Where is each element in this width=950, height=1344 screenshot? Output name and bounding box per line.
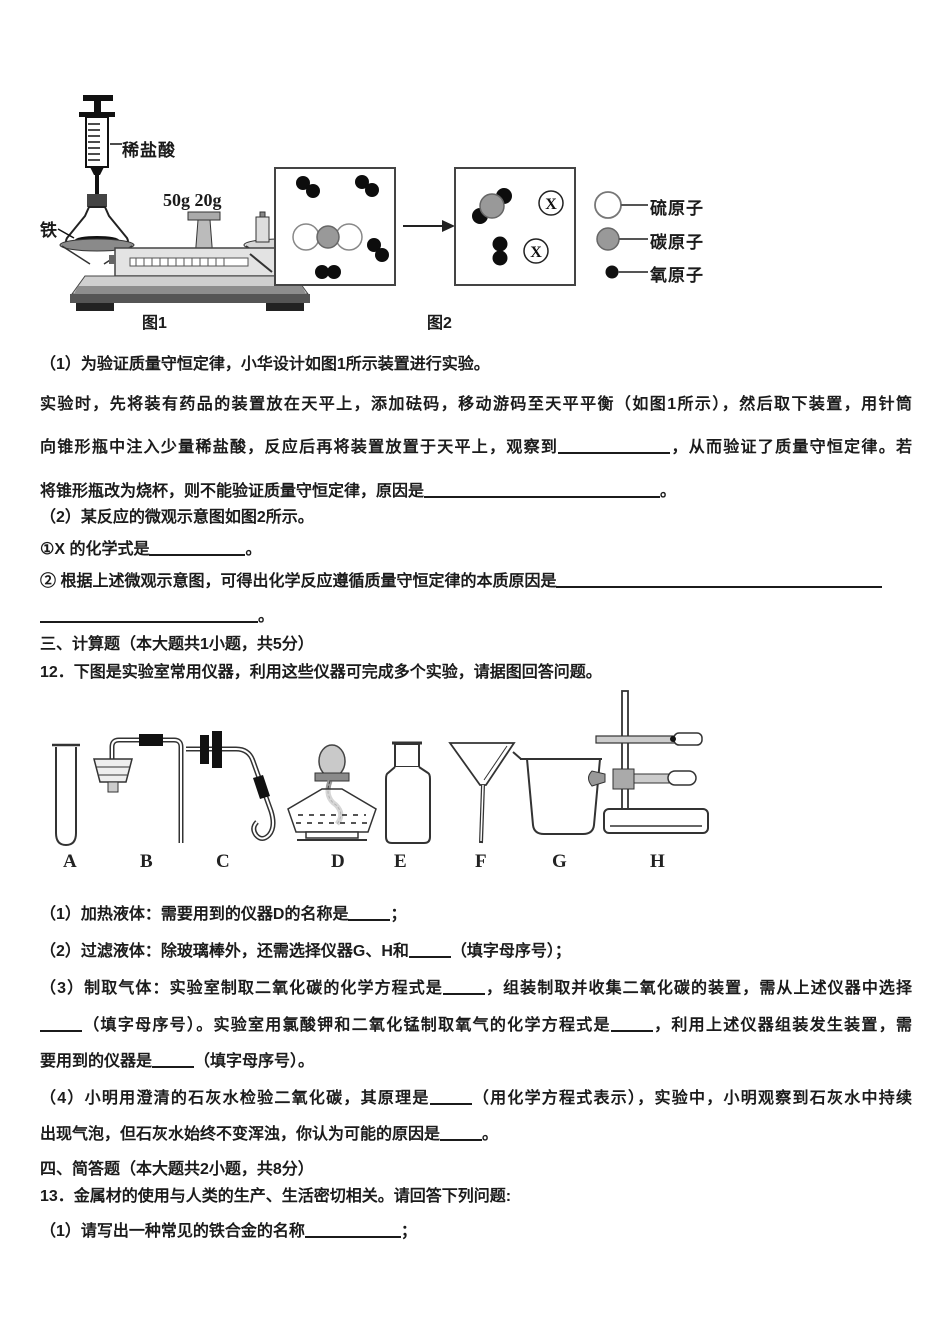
answer-blank	[348, 904, 391, 921]
q12-sub3-line1: （3）制取气体：实验室制取二氧化碳的化学方程式是，组装制取并收集二氧化碳的装置，…	[40, 978, 912, 997]
sulfur-atom-icon	[594, 191, 622, 219]
q11-part1-intro: （1）为验证质量守恒定律，小华设计如图1所示装置进行实验。	[40, 356, 490, 373]
label-iron: 铁	[40, 221, 58, 240]
figure1-caption: 图1	[142, 315, 167, 332]
q11-part2-intro: （2）某反应的微观示意图如图2所示。	[40, 509, 314, 526]
q12-sub3-line3: 要用到的仪器是（填字母序号）。	[40, 1051, 315, 1070]
q11-part1-line1: 实验时，先将装有药品的装置放在天平上，添加砝码，移动游码至天平平衡（如图1所示）…	[40, 396, 912, 413]
legend-carbon-label: 碳原子	[650, 233, 704, 252]
answer-blank	[40, 1015, 82, 1032]
reactant-box	[274, 167, 396, 286]
q12-sub1: （1）加热液体：需要用到的仪器D的名称是；	[40, 904, 407, 923]
bent-glass-tube	[186, 731, 276, 841]
q13-sub1: （1）请写出一种常见的铁合金的名称；	[40, 1221, 417, 1240]
label-dilute-hydrochloric-acid: 稀盐酸	[122, 141, 176, 160]
answer-blank	[152, 1051, 195, 1068]
equipment-letter-h: H	[650, 851, 665, 872]
funnel	[448, 742, 516, 844]
answer-blank	[40, 606, 258, 623]
iron-stand	[588, 690, 709, 834]
product-box: X X	[454, 167, 576, 286]
equipment-letter-e: E	[394, 851, 407, 872]
answer-blank	[304, 1221, 401, 1238]
alcohol-lamp	[287, 744, 377, 841]
answer-blank	[424, 481, 661, 498]
legend-oxygen-label: 氧原子	[650, 266, 704, 285]
q12-sub4-line2: 出现气泡，但石灰水始终不变浑浊，你认为可能的原因是。	[40, 1124, 499, 1143]
q12-sub4-line1: （4）小明用澄清的石灰水检验二氧化碳，其原理是（用化学方程式表示），实验中，小明…	[40, 1088, 912, 1107]
equipment-letter-c: C	[216, 851, 230, 872]
equipment-letter-f: F	[475, 851, 487, 872]
section4-heading: 四、简答题（本大题共2小题，共8分）	[40, 1161, 314, 1178]
label-weights: 50g 20g	[163, 190, 222, 210]
q11-part2-sub1: ①X 的化学式是。	[40, 539, 262, 558]
legend-sulfur-label: 硫原子	[650, 199, 704, 218]
question-body: （1）为验证质量守恒定律，小华设计如图1所示装置进行实验。 实验时，先将装有药品…	[40, 345, 912, 1244]
x-molecule: X	[530, 244, 542, 261]
answer-blank	[429, 1088, 472, 1105]
conical-flask	[57, 194, 129, 246]
oxygen-atom-icon	[605, 265, 619, 279]
answer-blank	[556, 571, 883, 588]
answer-blank	[440, 1124, 483, 1141]
answer-blank	[149, 539, 246, 556]
rubber-stopper-tube	[93, 734, 184, 843]
equipment-letter-b: B	[140, 851, 153, 872]
q11-part2-sub2-line1: ② 根据上述微观示意图，可得出化学反应遵循质量守恒定律的本质原因是	[40, 570, 912, 594]
q11-part2-sub2-line2: 。	[40, 605, 912, 629]
x-molecule: X	[545, 196, 557, 213]
carbon-atom-icon	[596, 227, 620, 251]
equipment-letter-d: D	[331, 851, 345, 872]
answer-blank	[408, 941, 451, 958]
answer-blank	[442, 978, 485, 995]
equipment-illustration	[52, 690, 709, 847]
reaction-arrow-icon	[403, 220, 455, 232]
beaker	[512, 751, 602, 835]
figure2-diagram: X X	[274, 167, 648, 286]
answer-blank	[610, 1015, 653, 1032]
rider-scale	[129, 257, 249, 267]
equipment-letter-g: G	[552, 851, 567, 872]
legend	[594, 191, 648, 279]
syringe	[79, 95, 122, 197]
q12-intro: 12．下图是实验室常用仪器，利用这些仪器可完成多个实验，请据图回答问题。	[40, 664, 602, 681]
answer-blank	[558, 437, 671, 454]
section3-heading: 三、计算题（本大题共1小题，共5分）	[40, 636, 314, 653]
equipment-figure: A B C D E F G H	[0, 685, 950, 885]
q11-part1-line3: 将锥形瓶改为烧杯，则不能验证质量守恒定律，原因是。	[40, 481, 677, 500]
reagent-bottle	[385, 741, 431, 844]
test-tube	[52, 743, 80, 847]
figure2-caption: 图2	[427, 315, 452, 332]
figure1-apparatus	[57, 95, 317, 311]
figure-area: 稀盐酸 铁 50g 20g 图1	[0, 0, 950, 345]
q11-part1-line2: 向锥形瓶中注入少量稀盐酸，反应后再将装置放置于天平上，观察到，从而验证了质量守恒…	[40, 437, 912, 456]
q13-intro: 13．金属材的使用与人类的生产、生活密切相关。请回答下列问题:	[40, 1188, 512, 1205]
equipment-letter-a: A	[63, 851, 77, 872]
q12-sub3-line2: （填字母序号）。实验室用氯酸钾和二氧化锰制取氧气的化学方程式是，利用上述仪器组装…	[40, 1014, 912, 1038]
q12-sub2: （2）过滤液体：除玻璃棒外，还需选择仪器G、H和（填字母序号）；	[40, 941, 571, 960]
